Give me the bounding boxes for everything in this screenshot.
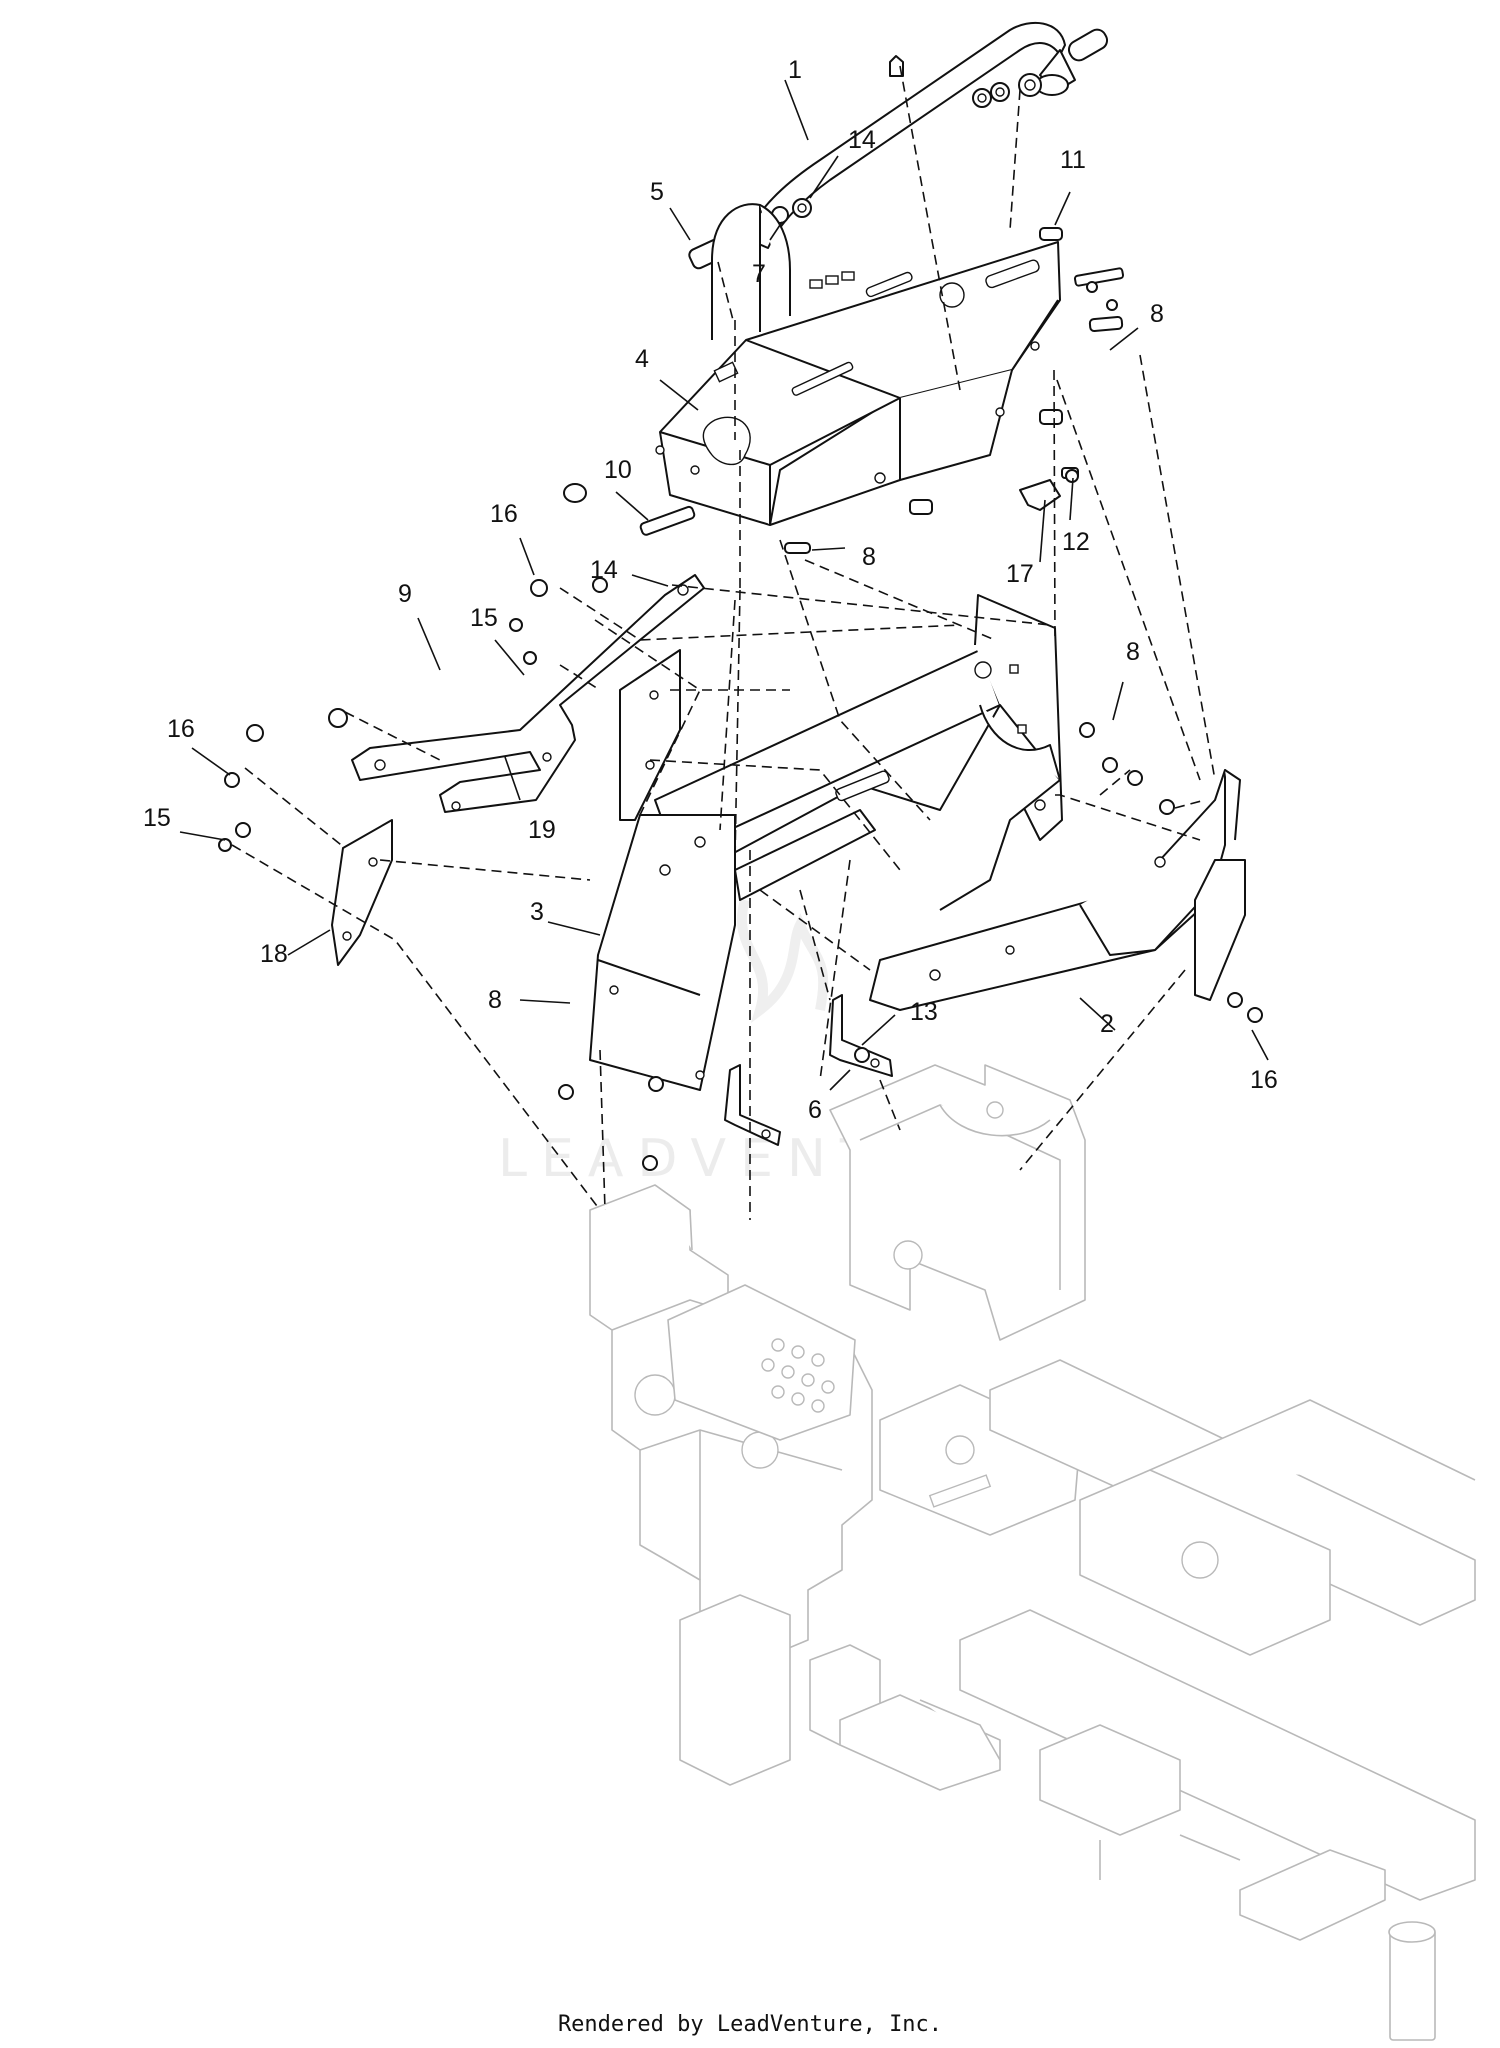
l-brackets [724, 994, 893, 1146]
callout-label: 16 [490, 500, 518, 528]
callout-label: 8 [1126, 638, 1140, 666]
console-bolts [563, 227, 1125, 554]
main-frame [589, 1064, 1476, 2041]
callout-label: 7 [752, 260, 766, 288]
console-assembly [655, 203, 1061, 526]
callout-label: 1 [788, 56, 802, 84]
callout-label: 8 [1150, 300, 1164, 328]
leader-lines [179, 79, 1269, 1091]
callout-label: 5 [650, 178, 664, 206]
callout-label: 15 [470, 604, 498, 632]
callout-label: 3 [530, 898, 544, 926]
callout-label: 6 [808, 1096, 822, 1124]
footer-credit: Rendered by LeadVenture, Inc. [557, 2012, 943, 2037]
callout-label: 16 [167, 715, 195, 743]
callout-label: 11 [1060, 146, 1086, 174]
left-panel [331, 819, 393, 966]
mount-frame [589, 594, 1246, 1091]
handle-end-hardware [972, 28, 1109, 108]
callout-label: 17 [1006, 560, 1034, 588]
callout-label: 19 [528, 816, 556, 844]
callout-label: 10 [604, 456, 632, 484]
callout-label: 4 [635, 345, 649, 373]
callout-label: 9 [398, 580, 412, 608]
long-bracket [351, 574, 705, 813]
callout-label: 8 [488, 986, 502, 1014]
callout-label: 18 [260, 940, 288, 968]
callout-label: 16 [1250, 1066, 1278, 1094]
callout-label: 13 [910, 998, 938, 1026]
callout-label: 12 [1062, 528, 1090, 556]
assembly-lines [231, 65, 1216, 1220]
callout-label: 15 [143, 804, 171, 832]
callout-label: 14 [590, 556, 618, 584]
fasteners [218, 281, 1263, 1171]
upright-plate [619, 649, 681, 821]
callout-label: 14 [848, 126, 876, 154]
callout-label: 8 [862, 543, 876, 571]
callout-labels: 1 14 5 7 11 8 4 10 16 14 9 15 8 17 12 8 … [143, 56, 1278, 1124]
callout-label: 2 [1100, 1010, 1114, 1038]
